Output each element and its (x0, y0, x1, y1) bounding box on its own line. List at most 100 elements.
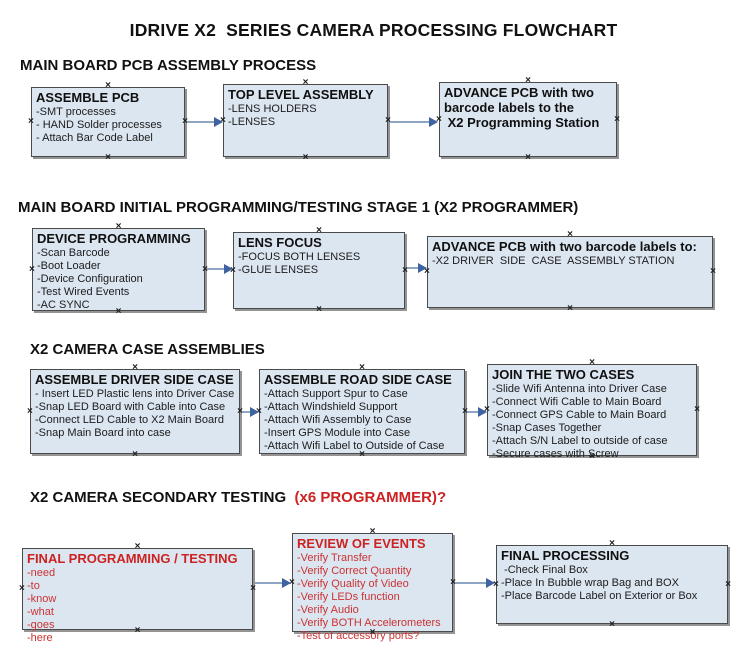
connection-point-icon: × (202, 263, 208, 275)
connection-point-icon: × (589, 357, 595, 368)
connection-point-icon: × (289, 576, 295, 588)
connection-point-icon: × (402, 264, 408, 276)
connection-point-icon: × (29, 263, 35, 275)
flow-arrow-icon (407, 263, 427, 273)
flow-arrow-icon (242, 407, 259, 417)
box-item-text: -goes (27, 619, 55, 631)
connection-point-icon: × (359, 362, 365, 373)
box-item-text: -Connect LED Cable to X2 Main Board (35, 414, 224, 426)
box-item-text: -FOCUS BOTH LENSES (238, 251, 361, 263)
box-title: TOP LEVEL ASSEMBLY (228, 87, 383, 102)
box-item-text: -Boot Loader (37, 260, 101, 272)
connection-point-icon: × (105, 80, 111, 91)
box-item-text: -AC SYNC (37, 299, 90, 311)
box-item-list: -Verify Transfer-Verify Correct Quantity… (297, 552, 448, 643)
box-title-line: ASSEMBLE DRIVER SIDE CASE (35, 372, 234, 387)
connection-point-icon: × (385, 114, 391, 126)
flow-box-final-programming-testing: × × × × FINAL PROGRAMMING / TESTING -nee… (19, 542, 256, 645)
box-title-line: JOIN THE TWO CASES (492, 367, 635, 382)
connection-point-icon: × (115, 306, 122, 317)
connection-point-icon: × (359, 449, 365, 460)
box-item-text: -Device Configuration (37, 273, 143, 285)
connection-point-icon: × (105, 152, 111, 163)
box-item-list: -Slide Wifi Antenna into Driver Case -Con… (492, 383, 692, 461)
connection-point-icon: × (182, 116, 188, 127)
page-title: IDRIVE X2 SERIES CAMERA PROCESSING FLOWC… (129, 20, 618, 40)
flow-box-assemble-pcb: × × × × ASSEMBLE PCB -SMT processes- HAN… (28, 81, 188, 163)
box-title-line: ASSEMBLE PCB (36, 90, 140, 105)
connection-point-icon: × (609, 619, 615, 630)
box-item-text: -X2 DRIVER SIDE CASE ASSEMBLY STATION (432, 255, 675, 267)
box-title: ASSEMBLE PCB (36, 90, 180, 105)
flow-box-assemble-driver-side-case: × × × × ASSEMBLE DRIVER SIDE CASE - Inse… (27, 363, 243, 460)
box-item-list: - Insert LED Plastic lens into Driver Ca… (35, 388, 235, 440)
connection-point-icon: × (369, 526, 376, 537)
box-item-text: -here (27, 632, 53, 644)
section-heading-text: X2 CAMERA CASE ASSEMBLIES (30, 341, 265, 358)
connection-point-icon: × (237, 405, 243, 417)
flow-arrow-icon (455, 578, 495, 588)
box-item-text: -Scan Barcode (37, 247, 110, 259)
connection-point-icon: × (725, 578, 731, 590)
connection-point-icon: × (609, 538, 615, 549)
flow-box-assemble-road-side-case: × × × × ASSEMBLE ROAD SIDE CASE -Attach … (256, 363, 468, 460)
box-title: FINAL PROCESSING (501, 548, 723, 563)
section-heading-pcb-assembly: MAIN BOARD PCB ASSEMBLY PROCESS (20, 57, 316, 74)
connection-point-icon: × (614, 113, 620, 125)
flow-arrow-icon (207, 264, 233, 274)
connection-point-icon: × (589, 451, 595, 462)
box-title: ADVANCE PCB with two barcode labels to: (432, 239, 708, 254)
section-heading-initial-programming: MAIN BOARD INITIAL PROGRAMMING/TESTING S… (18, 199, 578, 216)
flow-arrow-icon (255, 578, 291, 588)
box-item-text: -know (27, 593, 57, 605)
box-title-line: TOP LEVEL ASSEMBLY (228, 87, 374, 102)
flow-arrow-icon (187, 117, 223, 127)
box-item-text: -Verify BOTH Accelerometers (297, 617, 441, 629)
connection-point-icon: × (493, 578, 499, 590)
connection-point-icon: × (710, 266, 716, 277)
box-item-list: -SMT processes- HAND Solder processes- A… (36, 106, 180, 145)
box-item-list: -LENS HOLDERS-LENSES (228, 103, 383, 129)
connection-point-icon: × (132, 449, 138, 460)
flow-box-review-of-events: × × × × REVIEW OF EVENTS -Verify Transfe… (289, 527, 456, 643)
box-title-line: LENS FOCUS (238, 235, 322, 250)
box-title: LENS FOCUS (238, 235, 400, 250)
box-item-text: -Test Wired Events (37, 286, 130, 298)
flow-box-top-level-assembly: × × × × TOP LEVEL ASSEMBLY -LENS HOLDERS… (220, 78, 391, 163)
flow-box-advance-pcb-driver-side-station: × × × × ADVANCE PCB with two barcode lab… (424, 230, 716, 314)
box-item-text: -Insert GPS Module into Case (264, 427, 411, 439)
box-title-line: ASSEMBLE ROAD SIDE CASE (264, 372, 452, 387)
connection-point-icon: × (134, 541, 141, 552)
box-item-text: -Connect GPS Cable to Main Board (492, 409, 667, 421)
connection-point-icon: × (19, 583, 25, 594)
box-item-text: -Slide Wifi Antenna into Driver Case (492, 383, 667, 395)
box-title: ASSEMBLE ROAD SIDE CASE (264, 372, 460, 387)
box-title: JOIN THE TWO CASES (492, 367, 692, 382)
connection-point-icon: × (525, 152, 531, 163)
box-item-text: -Snap Main Board into case (35, 427, 171, 439)
connection-point-icon: × (316, 304, 322, 315)
connection-point-icon: × (132, 362, 138, 373)
section-heading-secondary-testing: X2 CAMERA SECONDARY TESTING (x6 PROGRAMM… (30, 489, 446, 506)
section-heading-case-assemblies: X2 CAMERA CASE ASSEMBLIES (30, 341, 265, 358)
box-item-text: -what (27, 606, 54, 618)
box-item-text: -LENS HOLDERS (228, 103, 317, 115)
flow-box-lens-focus: × × × × LENS FOCUS -FOCUS BOTH LENSES-GL… (230, 226, 408, 315)
connection-point-icon: × (27, 405, 33, 417)
box-title-line: X2 Programming Station (444, 115, 600, 130)
section-heading-text: MAIN BOARD INITIAL PROGRAMMING/TESTING S… (18, 199, 579, 216)
box-item-text: -need (27, 567, 56, 579)
box-item-text: -Snap Cases Together (492, 422, 602, 434)
box-item-list: -FOCUS BOTH LENSES-GLUE LENSES (238, 251, 400, 277)
section-heading-text: X2 CAMERA SECONDARY TESTING (30, 489, 291, 506)
box-title-line: ADVANCE PCB with two (444, 85, 594, 100)
box-item-list: -X2 DRIVER SIDE CASE ASSEMBLY STATION (432, 255, 708, 268)
connection-point-icon: × (567, 303, 573, 314)
box-item-list: -Check Final Box-Place In Bubble wrap Ba… (501, 564, 723, 603)
box-title-line: ADVANCE PCB with two barcode labels to: (432, 239, 697, 254)
box-item-text: -to (27, 580, 40, 592)
box-title-line: FINAL PROCESSING (501, 548, 630, 563)
flow-arrow-icon (467, 407, 487, 417)
